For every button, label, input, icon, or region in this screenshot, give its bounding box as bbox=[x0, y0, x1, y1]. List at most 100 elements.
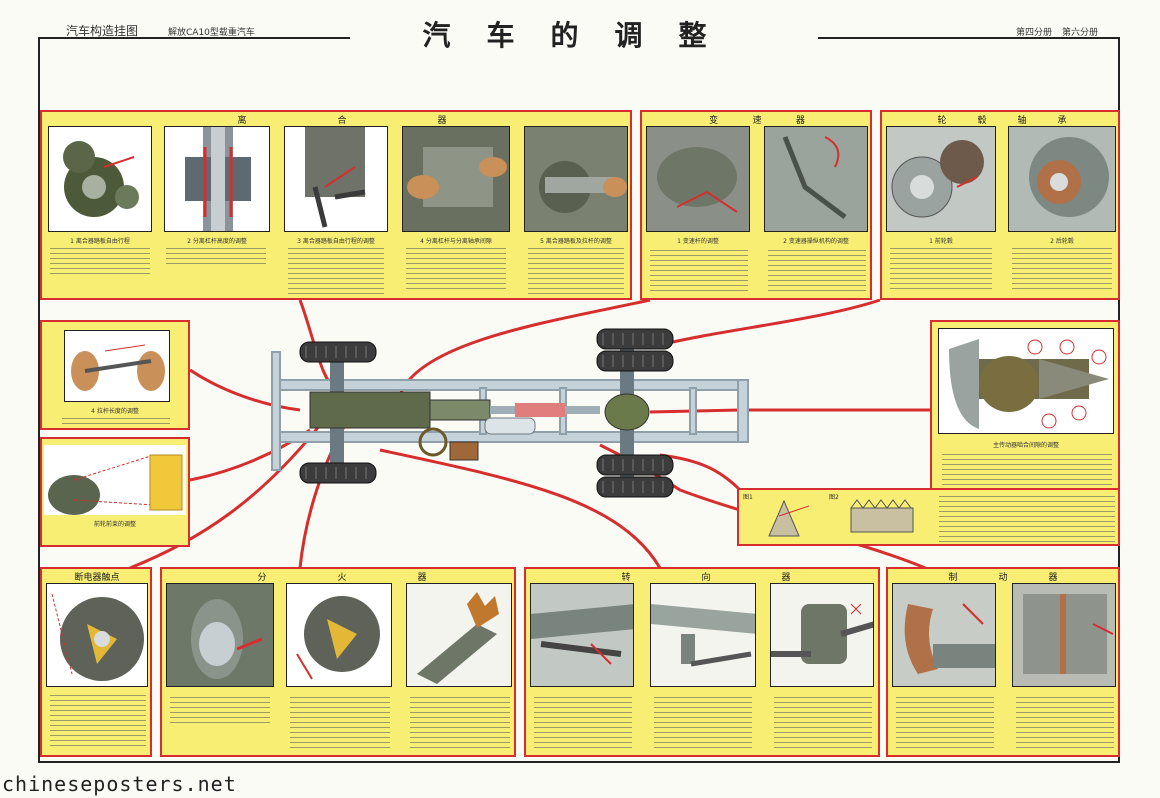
clutch-pic-5 bbox=[524, 126, 628, 232]
panel-brake: 制 动 器 bbox=[886, 567, 1120, 757]
header-rule-right bbox=[818, 37, 1120, 39]
gearbox-caption-2: 2 变速器操纵机构的调整 bbox=[783, 238, 849, 245]
toe-in-caption: 前轮前束的调整 bbox=[93, 521, 136, 528]
steering-box bbox=[449, 441, 479, 461]
header-rule-left bbox=[38, 37, 350, 39]
volume-label-1: 第四分册 bbox=[1016, 28, 1053, 38]
panel-final-drive: 主传动器啮合间隙的调整 bbox=[930, 320, 1120, 500]
tire-front-right bbox=[299, 462, 377, 484]
title-char: 动 bbox=[998, 573, 1008, 583]
page-title: 汽车的调整 bbox=[422, 19, 743, 52]
steering-text-3 bbox=[774, 695, 872, 751]
series-title: 汽车构造挂图 bbox=[66, 24, 139, 38]
crossmember-3 bbox=[689, 387, 697, 435]
gearbox-text-1 bbox=[650, 248, 748, 294]
title-char: 器 bbox=[92, 573, 102, 583]
steering-text-1 bbox=[534, 695, 632, 751]
hub-caption-1: 1 前轮毂 bbox=[929, 238, 953, 245]
distributor-pic-1 bbox=[166, 583, 274, 687]
steering-pic-3 bbox=[770, 583, 874, 687]
gearbox-text-2 bbox=[768, 248, 866, 294]
panel-clutch-title: 离 合 器 bbox=[192, 113, 492, 127]
tire-front-left bbox=[299, 341, 377, 363]
tire-rear-left-outer bbox=[596, 328, 674, 350]
gearbox-pic-1 bbox=[646, 126, 750, 232]
clutch-text-5 bbox=[528, 246, 624, 294]
title-char: 火 bbox=[337, 573, 347, 583]
title-char: 电 bbox=[83, 573, 93, 583]
rear-assembly bbox=[604, 340, 650, 488]
rear-crossmember bbox=[737, 379, 749, 443]
hub-pic-2 bbox=[1008, 126, 1116, 232]
breaker-text bbox=[50, 693, 146, 749]
clutch-text-4 bbox=[406, 246, 506, 292]
final-drive-caption: 主传动器啮合间隙的调整 bbox=[992, 442, 1059, 449]
hub-text-1 bbox=[890, 246, 992, 292]
title-char: 轮 bbox=[937, 116, 947, 126]
clutch-caption-5: 5 离合器踏板及拉杆的调整 bbox=[540, 238, 612, 245]
final-drive-pic bbox=[938, 328, 1114, 434]
front-assembly bbox=[309, 360, 600, 464]
gearbox bbox=[429, 399, 491, 421]
clutch-caption-1: 1 离合器踏板自由行程 bbox=[70, 238, 130, 245]
title-char: 轴 bbox=[1017, 116, 1027, 126]
toe-in-pic bbox=[44, 445, 186, 515]
tire-rear-left-inner bbox=[596, 350, 674, 372]
panel-steering-title: 转 向 器 bbox=[586, 570, 826, 584]
title-char: 器 bbox=[781, 573, 791, 583]
panel-distributor-title: 分 火 器 bbox=[222, 570, 462, 584]
steering-wheel bbox=[418, 427, 448, 457]
brake-text-2 bbox=[1016, 695, 1114, 751]
title-char: 触 bbox=[101, 573, 111, 583]
title-char: 断 bbox=[74, 573, 84, 583]
leader-line-hub bbox=[659, 298, 881, 347]
panel-hub: 轮 毂 轴 承 1 前轮毂 2 后轮毂 bbox=[880, 110, 1120, 300]
gearbox-caption-1: 1 变速杆的调整 bbox=[677, 238, 719, 245]
engine-block bbox=[309, 391, 431, 429]
rod-text bbox=[62, 416, 170, 426]
title-char: 制 bbox=[948, 573, 958, 583]
front-bumper bbox=[271, 351, 281, 471]
clutch-pic-3 bbox=[284, 126, 388, 232]
title-char: 承 bbox=[1057, 116, 1067, 126]
clutch-caption-2: 2 分离杠杆高度的调整 bbox=[187, 238, 247, 245]
hub-text-2 bbox=[1012, 246, 1112, 292]
steering-pic-2 bbox=[650, 583, 756, 687]
differential bbox=[604, 393, 650, 431]
title-char: 器 bbox=[1048, 573, 1058, 583]
tire-rear-right-inner bbox=[596, 454, 674, 476]
panel-rod: 4 拉杆长度的调整 bbox=[40, 320, 190, 430]
leader-line-final-drive-2 bbox=[659, 453, 742, 492]
title-char: 毂 bbox=[977, 116, 987, 126]
panel-final-drive-lower: 图1 图2 bbox=[737, 488, 1120, 546]
breaker-pic bbox=[46, 583, 148, 687]
tire-rear-right-outer bbox=[596, 476, 674, 498]
title-char: 速 bbox=[752, 116, 762, 126]
sub-label-1: 图1 bbox=[743, 494, 753, 501]
tires bbox=[299, 328, 674, 498]
clutch-caption-3: 3 离合器踏板自由行程的调整 bbox=[297, 238, 375, 245]
final-drive-lower-text bbox=[939, 494, 1115, 542]
title-char: 器 bbox=[437, 116, 447, 126]
distributor-text-2 bbox=[290, 695, 390, 751]
fuel-tank bbox=[484, 417, 536, 435]
distributor-text-3 bbox=[410, 695, 510, 751]
clutch-pic-4 bbox=[402, 126, 510, 232]
leader-line-steering bbox=[379, 448, 662, 569]
volume-label-2: 第六分册 bbox=[1062, 28, 1099, 38]
title-char: 器 bbox=[417, 573, 427, 583]
leader-line-gearbox bbox=[398, 298, 651, 396]
frame-rail-top bbox=[277, 379, 749, 391]
title-char: 器 bbox=[795, 116, 805, 126]
title-char: 离 bbox=[237, 116, 247, 126]
hub-pic-1 bbox=[886, 126, 996, 232]
title-char: 合 bbox=[337, 116, 347, 126]
clutch-pic-1 bbox=[48, 126, 152, 232]
tire-treads bbox=[305, 333, 664, 493]
series-subtitle: 解放CA10型载重汽车 bbox=[168, 28, 255, 38]
distributor-pic-2 bbox=[286, 583, 392, 687]
gearbox-pic-2 bbox=[764, 126, 868, 232]
tooth-contact-diagram-1 bbox=[768, 499, 810, 537]
panel-steering: 转 向 器 bbox=[524, 567, 880, 757]
